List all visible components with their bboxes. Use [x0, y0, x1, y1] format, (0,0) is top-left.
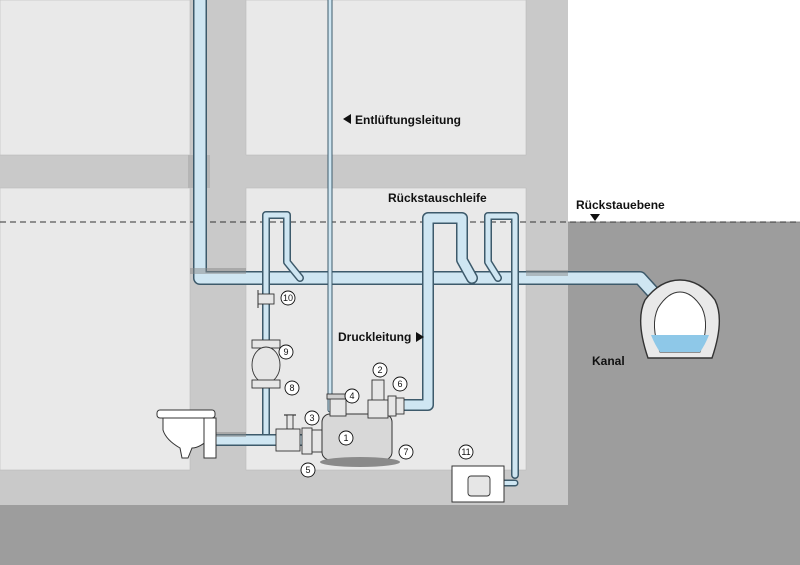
vent-line-label: Entlüftungsleitung [355, 113, 461, 127]
callout-3: 3 [304, 410, 320, 426]
callout-number: 5 [305, 465, 310, 475]
callout-number: 3 [309, 413, 314, 423]
callout-circle [278, 344, 294, 360]
callout-circle [284, 380, 300, 396]
callout-circle [392, 376, 408, 392]
callout-4: 4 [344, 388, 360, 404]
callout-circle [372, 362, 388, 378]
room-upper-left [0, 0, 191, 156]
callout-number: 8 [289, 383, 294, 393]
callout-number: 2 [377, 365, 382, 375]
callout-6: 6 [392, 376, 408, 392]
callout-number: 11 [461, 447, 470, 457]
callout-circle [280, 290, 296, 306]
callout-number: 7 [403, 447, 408, 457]
callout-circle [398, 444, 414, 460]
component-2-valve [367, 379, 389, 419]
sewer-channel [640, 279, 720, 359]
component-10-valve [257, 290, 275, 308]
callout-circle [338, 430, 354, 446]
wall-sleeve-left [190, 268, 246, 274]
callout-5: 5 [300, 462, 316, 478]
callout-circle [344, 388, 360, 404]
component-6-coupling [387, 395, 405, 417]
backflow-loop-label: Rückstauschleife [388, 191, 487, 205]
component-11-floor-pump [451, 465, 505, 503]
callout-number: 9 [283, 347, 288, 357]
room-lower-left [0, 187, 191, 471]
callout-11: 11 [458, 444, 474, 460]
component-9-check-valve [251, 339, 281, 389]
callout-number: 1 [343, 433, 348, 443]
callout-10: 10 [280, 290, 296, 306]
callout-number: 10 [283, 293, 293, 303]
callout-8: 8 [284, 380, 300, 396]
callout-circle [458, 444, 474, 460]
callout-number: 6 [397, 379, 402, 389]
room-upper-center [245, 0, 527, 156]
callout-markers: 1 2 3 4 5 6 7 8 9 10 11 [278, 290, 474, 478]
backflow-level-marker-icon [590, 214, 600, 221]
pressure-line-arrow-icon [416, 332, 424, 342]
callout-2: 2 [372, 362, 388, 378]
wall-sleeve-right [526, 270, 568, 276]
component-3-coupling [301, 427, 323, 455]
sewer-label: Kanal [592, 354, 625, 368]
pipe-network [193, 0, 667, 487]
vent-line-arrow-icon [343, 114, 351, 124]
callout-1: 1 [338, 430, 354, 446]
callout-7: 7 [398, 444, 414, 460]
component-8-gate-valve [275, 414, 301, 452]
callout-9: 9 [278, 344, 294, 360]
backflow-level-label: Rückstauebene [576, 198, 665, 212]
callout-number: 4 [349, 391, 354, 401]
callout-circle [300, 462, 316, 478]
wall-sleeve-toilet [216, 432, 246, 437]
toilet [156, 409, 217, 459]
component-1-pump [320, 393, 400, 467]
callout-circle [304, 410, 320, 426]
pressure-line-label: Druckleitung [338, 330, 411, 344]
